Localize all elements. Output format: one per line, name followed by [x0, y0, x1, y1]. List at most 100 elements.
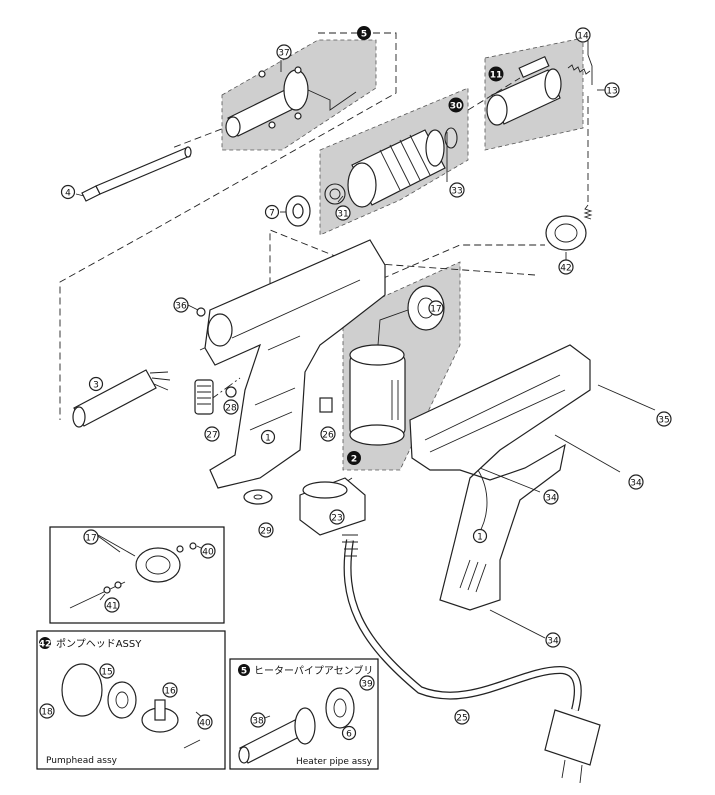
callout-5b: 5 — [241, 667, 247, 677]
svg-text:36: 36 — [175, 302, 187, 312]
callouts-open: 4 37 14 13 33 7 31 42 36 17 3 28 27 1 26… — [39, 27, 672, 741]
inset-seal-assy — [49, 526, 225, 624]
svg-text:30: 30 — [450, 102, 463, 112]
svg-text:26: 26 — [322, 431, 334, 441]
screws-34-35 — [479, 384, 656, 639]
inset-heater-pipe-assy: 5 ヒーターパイプアセンブリ Heater pipe assy — [229, 658, 379, 770]
callout-14: 14 — [575, 27, 591, 43]
callout-15: 15 — [99, 663, 115, 679]
svg-text:17: 17 — [85, 534, 96, 544]
callout-40a: 40 — [200, 543, 216, 559]
svg-text:28: 28 — [225, 404, 237, 414]
pump-caption: Pumphead assy — [46, 756, 118, 766]
callout-11: 11 — [488, 66, 504, 82]
svg-text:34: 34 — [547, 637, 559, 647]
callout-41: 41 — [104, 597, 120, 613]
svg-text:16: 16 — [164, 687, 176, 697]
nozzle-4 — [81, 146, 192, 202]
svg-text:5: 5 — [361, 30, 367, 40]
cord-clamp-23 — [299, 477, 366, 536]
handle-3 — [72, 369, 171, 428]
svg-text:25: 25 — [456, 714, 467, 724]
svg-text:31: 31 — [337, 210, 348, 220]
nozzle-holder-11 — [486, 55, 562, 126]
callout-35: 35 — [656, 411, 672, 427]
callout-1a: 1 — [260, 429, 276, 445]
svg-text:17: 17 — [430, 305, 441, 315]
svg-text:1: 1 — [477, 533, 483, 543]
power-cord-25 — [342, 534, 601, 784]
callout-40b: 40 — [197, 714, 213, 730]
svg-text:23: 23 — [331, 514, 342, 524]
callout-18: 18 — [39, 703, 55, 719]
callout-16: 16 — [162, 682, 178, 698]
svg-text:13: 13 — [606, 87, 617, 97]
svg-text:39: 39 — [361, 680, 373, 690]
callout-25: 25 — [454, 709, 470, 725]
svg-text:34: 34 — [545, 494, 557, 504]
callout-31: 31 — [335, 205, 351, 221]
callout-3: 3 — [88, 376, 104, 392]
callout-39: 39 — [359, 675, 375, 691]
svg-text:2: 2 — [351, 455, 357, 465]
callout-1b: 1 — [472, 528, 488, 544]
right-housing-1 — [409, 344, 591, 611]
assembly-line-a — [59, 32, 397, 420]
parts-small-left — [194, 307, 333, 505]
svg-text:35: 35 — [658, 416, 669, 426]
callouts-filled: 5 30 11 2 — [347, 26, 504, 465]
heater-title-jp: ヒーターパイプアセンブリ — [254, 664, 373, 677]
callout-42b: 42 — [39, 640, 52, 650]
svg-text:6: 6 — [346, 730, 352, 740]
callout-27: 27 — [204, 426, 220, 442]
svg-text:11: 11 — [490, 71, 503, 81]
inset-pumphead-assy: 42 ポンプヘッドASSY Pumphead assy — [36, 630, 226, 770]
callout-6: 6 — [341, 725, 357, 741]
callout-4: 4 — [60, 184, 76, 200]
svg-text:41: 41 — [106, 602, 117, 612]
callout-28: 28 — [223, 399, 239, 415]
callout-17a: 17 — [428, 300, 444, 316]
callout-34a: 34 — [628, 474, 644, 490]
svg-text:34: 34 — [630, 479, 642, 489]
heater-caption: Heater pipe assy — [296, 757, 373, 767]
callout-23: 23 — [329, 509, 345, 525]
svg-text:7: 7 — [269, 209, 275, 219]
left-housing-1 — [204, 239, 386, 489]
callout-17b: 17 — [83, 529, 99, 545]
assembly-line-b — [269, 77, 536, 302]
callout-30: 30 — [448, 97, 464, 113]
motor-2 — [349, 344, 406, 446]
callout-2: 2 — [347, 451, 361, 465]
svg-text:18: 18 — [41, 708, 53, 718]
callout-33: 33 — [449, 182, 465, 198]
svg-text:40: 40 — [199, 719, 211, 729]
svg-text:33: 33 — [451, 187, 462, 197]
svg-text:15: 15 — [101, 668, 112, 678]
svg-text:38: 38 — [252, 717, 264, 727]
seal-7 — [285, 195, 311, 227]
pump-title-jp: ポンプヘッドASSY — [56, 638, 142, 650]
callout-34c: 34 — [545, 632, 561, 648]
callout-37: 37 — [276, 44, 292, 60]
callout-7: 7 — [264, 204, 280, 220]
svg-text:29: 29 — [260, 527, 272, 537]
svg-text:42: 42 — [560, 264, 571, 274]
callout-26: 26 — [320, 426, 336, 442]
callout-29: 29 — [258, 522, 274, 538]
heater-30 — [347, 127, 458, 208]
callout-42: 42 — [558, 259, 574, 275]
spring-14 — [567, 54, 593, 85]
svg-text:14: 14 — [577, 32, 589, 42]
callout-5: 5 — [357, 26, 371, 40]
callout-36: 36 — [173, 297, 189, 313]
fan-17 — [377, 285, 445, 346]
heater-pipe-assy-5 — [225, 66, 357, 138]
svg-text:4: 4 — [65, 189, 71, 199]
pump-head-42 — [545, 204, 593, 251]
svg-text:1: 1 — [265, 434, 271, 444]
assembly-line-c — [371, 96, 589, 284]
callout-34b: 34 — [543, 489, 559, 505]
callout-13: 13 — [604, 82, 620, 98]
